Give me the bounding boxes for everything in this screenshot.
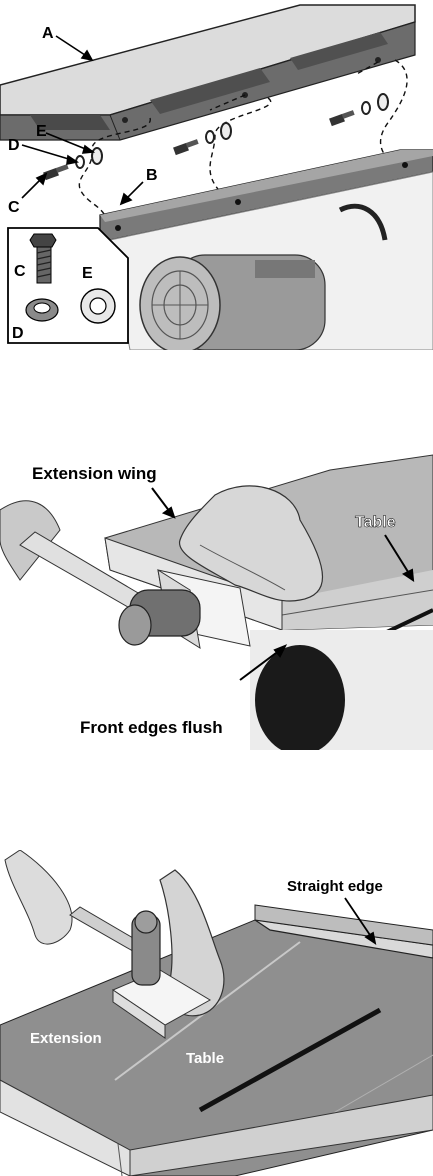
table-rail	[99, 149, 433, 241]
saw-base	[250, 630, 433, 750]
inset-label-d: D	[12, 325, 24, 342]
figure-front-edges-flush: Extension wing Table Front edges flush	[0, 450, 433, 750]
callout-arrows-2	[151, 487, 415, 681]
fastener-inset: C D E	[7, 227, 129, 344]
label-straight-edge: Straight edge	[287, 878, 383, 895]
inset-label-c: C	[14, 263, 26, 280]
figure-straight-edge: Straight edge Extension Table	[0, 850, 433, 1176]
ball-peen-hammer	[69, 906, 161, 986]
label-extension: Extension	[30, 1030, 102, 1047]
callout-a: A	[42, 25, 54, 42]
label-table: Table	[355, 514, 396, 531]
callout-c: C	[8, 199, 20, 216]
label-extension-wing: Extension wing	[32, 464, 157, 483]
extension-wing-plate	[0, 4, 416, 141]
label-front-edges-flush: Front edges flush	[80, 718, 223, 737]
front-edge	[0, 1079, 433, 1176]
front-edges-flush-illustration: Extension wing Table Front edges flush	[0, 454, 433, 750]
callout-e: E	[36, 123, 47, 140]
motor	[139, 254, 326, 350]
fastener-set-right	[329, 93, 389, 127]
fastener-set-left	[43, 147, 103, 181]
flat-washer-icon	[80, 288, 116, 324]
cap-screw-icon	[29, 233, 57, 284]
straight-edge-illustration: Straight edge Extension Table	[0, 850, 433, 1176]
callout-arrow-3	[344, 897, 377, 945]
callout-b: B	[146, 167, 158, 184]
label-table-3: Table	[186, 1050, 224, 1067]
callout-d: D	[8, 137, 20, 154]
figure-wing-mounting: A B C D E C	[0, 0, 433, 350]
inset-label-e: E	[82, 265, 93, 282]
fastener-set-middle	[173, 122, 232, 156]
hand-left	[4, 850, 73, 945]
rubber-mallet	[0, 500, 201, 646]
hand-right	[179, 485, 323, 602]
lock-washer-icon	[25, 298, 59, 322]
wing-mounting-illustration: A B C D E C	[0, 4, 433, 350]
callout-arrows	[21, 35, 144, 206]
